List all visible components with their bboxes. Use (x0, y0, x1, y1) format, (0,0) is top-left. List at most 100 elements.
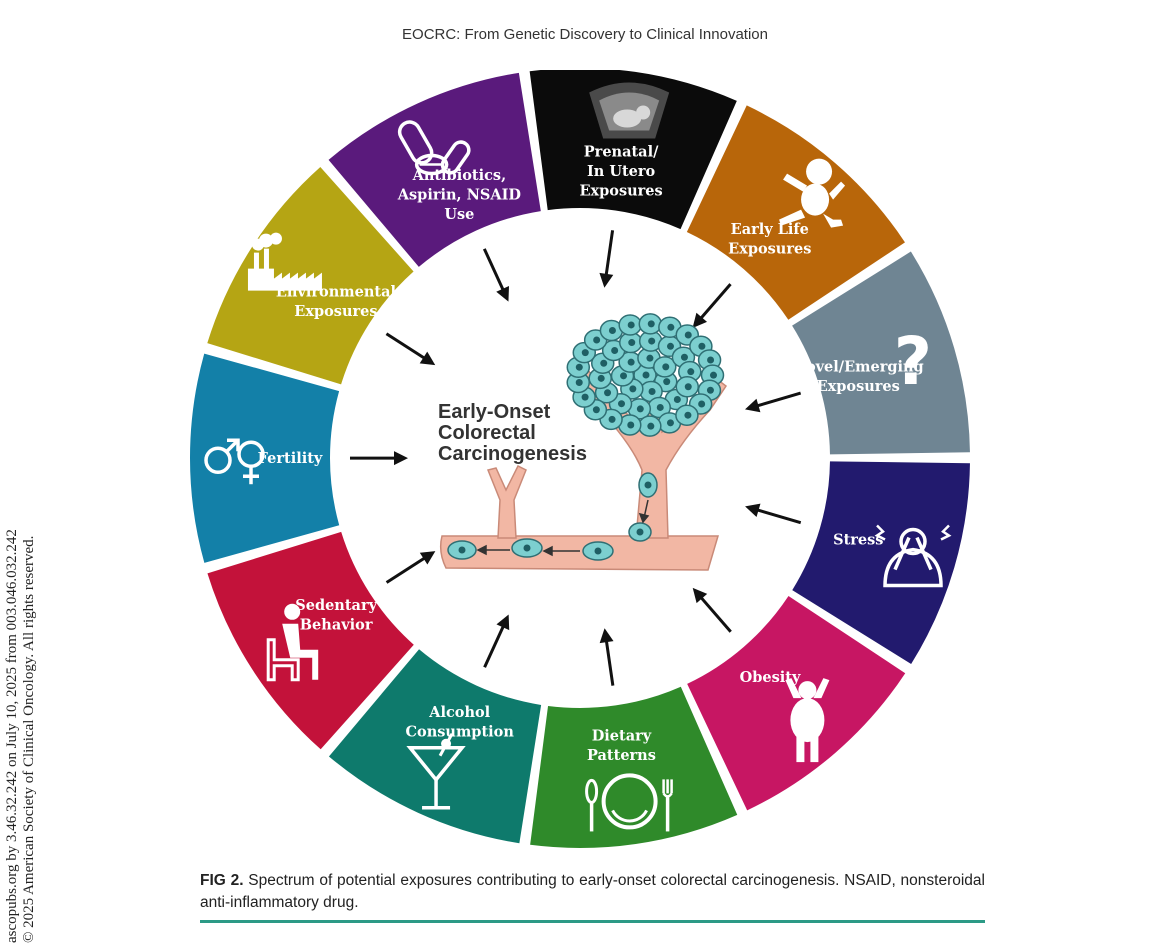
segment-obesity-wedge (687, 595, 906, 811)
segment-fertility-wedge (190, 353, 340, 563)
tumor-cell-nucleus (667, 323, 675, 331)
segment-obesity: Obesity (687, 595, 906, 811)
tumor-cell-nucleus (709, 371, 717, 379)
tumor-cell-nucleus (687, 368, 695, 376)
tumor-cell-nucleus (575, 363, 583, 371)
segment-novel-label-line-1: Novel/Emerging (793, 358, 924, 375)
tumor-cell-nucleus (663, 378, 671, 386)
tumor-cell-nucleus (608, 415, 616, 423)
factory-icon (247, 232, 322, 291)
tissue-base (439, 535, 720, 571)
side-watermark-line-2: © 2025 American Society of Clinical Onco… (21, 535, 37, 943)
tumor-cell-nucleus (648, 387, 656, 395)
segment-obesity-label-line-1: Obesity (740, 669, 801, 686)
tumor-cell-nucleus (698, 400, 706, 408)
tumor-cell-nucleus (575, 378, 583, 386)
side-watermark: ascopubs.org by 3.46.32.242 on July 10, … (4, 529, 38, 943)
figure-label: FIG 2. (200, 872, 244, 889)
arrow-early-life (692, 283, 732, 328)
segment-dietary-label-line-2: Patterns (587, 747, 656, 764)
segment-fertility: Fertility (190, 353, 340, 563)
migration-arrows (476, 499, 650, 557)
obese-person-icon (785, 678, 830, 763)
segment-antibiotics-label-line-2: Aspirin, NSAID (397, 186, 521, 203)
center-title-line-1: Early-Onset (438, 401, 551, 423)
arrow-environmental (385, 332, 436, 366)
seated-person-icon (266, 603, 319, 682)
tumor-cell-nucleus (698, 342, 706, 350)
tumor-cell-nucleus (592, 406, 600, 414)
arrow-dietary (599, 628, 615, 686)
segment-early-life-label-line-2: Exposures (728, 240, 811, 257)
exposure-wheel-diagram: FertilityEnvironmentalExposuresAntibioti… (190, 70, 970, 848)
svg-text:?: ? (894, 323, 932, 400)
segment-dietary-wedge (530, 686, 738, 848)
segment-sedentary-label-line-1: Sedentary (295, 597, 377, 614)
tumor-cell-nucleus (656, 403, 664, 411)
tumor-cell-nucleus (581, 393, 589, 401)
segment-alcohol-label-line-2: Consumption (406, 724, 515, 741)
segment-stress-wedge (792, 461, 970, 665)
segment-dietary-label-line-1: Dietary (592, 727, 652, 744)
cocktail-glass-icon (406, 733, 466, 810)
ultrasound-icon (589, 82, 670, 139)
running-header: EOCRC: From Genetic Discovery to Clinica… (402, 26, 768, 43)
tumor-cell-nucleus (628, 339, 636, 347)
tumor-cell-nucleus (597, 374, 605, 382)
segment-novel-wedge (792, 251, 970, 455)
tumor-cell-nucleus (627, 421, 635, 429)
segment-antibiotics-label-line-3: Use (444, 206, 474, 223)
tumor-cell-nucleus (627, 321, 635, 329)
colorectal-tissue-illustration: Early-Onset Colorectal Carcinogenesis (438, 313, 728, 571)
tumor-cell-nucleus (642, 371, 650, 379)
segment-environmental-label-line-1: Environmental (276, 284, 397, 301)
tumor-cell-nucleus (593, 336, 601, 344)
tumor-cell-nucleus (684, 411, 692, 419)
tumor-cell-nucleus (684, 331, 692, 339)
tissue-branch-left (486, 464, 527, 539)
arrow-sedentary (385, 551, 436, 584)
center-title-line-3: Carcinogenesis (438, 443, 587, 465)
figure-caption: FIG 2. Spectrum of potential exposures c… (200, 870, 985, 914)
tumor-cell-nucleus (680, 353, 688, 361)
tumor-cell-nucleus (662, 363, 670, 371)
caption-rule (200, 920, 985, 923)
segment-stress-label-line-1: Stress (833, 532, 883, 549)
arrows-layer (349, 230, 802, 686)
plate-cutlery-icon (585, 773, 673, 832)
baby-icon (779, 158, 846, 228)
tumor-cell-cluster (566, 313, 725, 437)
center-title-line-2: Colorectal (438, 422, 536, 444)
tumor-cell-nucleus (604, 389, 612, 397)
pills-icon (397, 120, 471, 176)
segment-antibiotics-wedge (328, 72, 541, 267)
tumor-cell-nucleus (673, 396, 681, 404)
tumor-cell-nucleus (647, 320, 655, 328)
tumor-cell-nucleus (666, 342, 674, 350)
segment-prenatal-wedge (529, 70, 737, 230)
arrow-stress (745, 503, 802, 525)
segment-prenatal-label-line-3: Exposures (579, 182, 662, 199)
tumor-cell-nucleus (608, 326, 616, 334)
segments-layer: FertilityEnvironmentalExposuresAntibioti… (190, 70, 970, 848)
tumor-cell-nucleus (627, 358, 635, 366)
tumor-cell-nucleus (600, 359, 608, 367)
tumor-cell-nucleus (684, 383, 692, 391)
segment-prenatal-label-line-1: Prenatal/ (584, 143, 659, 160)
arrow-prenatal (599, 230, 615, 288)
tumor-cell-nucleus (618, 400, 626, 408)
arrow-antibiotics (482, 248, 509, 302)
tumor-cell-nucleus (611, 346, 619, 354)
side-watermark-line-1: ascopubs.org by 3.46.32.242 on July 10, … (4, 529, 20, 943)
figure-caption-text: Spectrum of potential exposures contribu… (200, 872, 985, 911)
segment-sedentary-wedge (207, 531, 414, 750)
stressed-person-icon (874, 524, 952, 588)
segment-early-life-label-line-1: Early Life (731, 221, 809, 238)
segment-sedentary-label-line-2: Behavior (300, 617, 373, 634)
arrow-obesity (692, 587, 732, 633)
